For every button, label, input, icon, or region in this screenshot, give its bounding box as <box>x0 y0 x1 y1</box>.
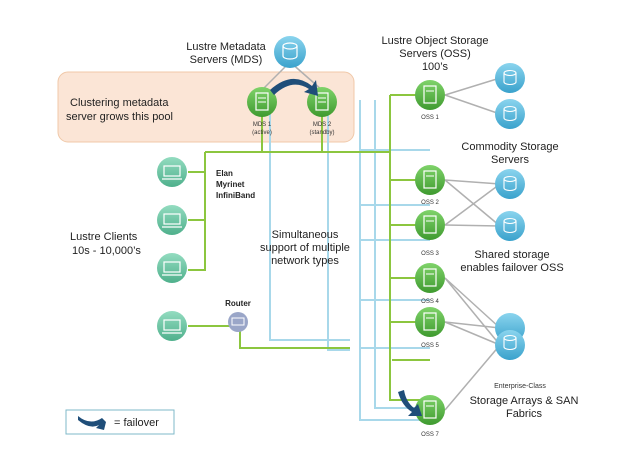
router-label: Router <box>225 299 251 308</box>
storage-arrays-line2: Fabrics <box>506 408 543 420</box>
mds2-label: MDS 2 <box>313 122 332 128</box>
clients-title-line1: Lustre Clients <box>70 231 138 243</box>
oss4-label: OSS 4 <box>421 299 439 305</box>
simultaneous-line2: support of multiple <box>260 242 350 254</box>
storage-arrays-line1: Storage Arrays & SAN <box>470 395 579 407</box>
oss3-label: OSS 3 <box>421 251 439 257</box>
oss1-storage-b-icon <box>495 99 525 129</box>
oss1-server-icon <box>415 80 445 110</box>
commodity-line2: Servers <box>491 154 529 166</box>
oss7-label: OSS 7 <box>421 432 439 438</box>
mds-title-line2: Servers (MDS) <box>190 54 263 66</box>
network-elan: Elan <box>216 169 233 178</box>
oss2-label: OSS 2 <box>421 200 439 206</box>
oss-title-line2: Servers (OSS) <box>399 48 471 60</box>
mds1-label: MDS 1 <box>253 122 272 128</box>
oss1-storage-a-icon <box>495 63 525 93</box>
enterprise-storage-array-icon <box>495 313 525 360</box>
legend: = failover <box>65 409 175 435</box>
shared-storage-b-icon <box>495 211 525 241</box>
oss2-server-icon <box>415 165 445 195</box>
oss7-server-icon <box>415 395 445 425</box>
shared-storage-line2: enables failover OSS <box>460 262 563 274</box>
cluster-caption-line2: server grows this pool <box>66 111 173 123</box>
mds2-state: (standby) <box>309 130 334 136</box>
legend-label: = failover <box>114 417 159 429</box>
mds-title-line1: Lustre Metadata <box>186 41 266 53</box>
client-2-icon <box>157 205 187 235</box>
oss4-server-icon <box>415 263 445 293</box>
network-myrinet: Myrinet <box>216 180 245 189</box>
oss-title-line3: 100’s <box>422 61 449 73</box>
enterprise-label: Enterprise-Class <box>494 383 546 390</box>
network-infiniband: InfiniBand <box>216 191 255 200</box>
client-3-icon <box>157 253 187 283</box>
oss-failover-arrow-icon <box>398 390 422 416</box>
shared-storage-line1: Shared storage <box>474 249 549 261</box>
failover-arrow-icon <box>270 78 318 96</box>
oss-title-line1: Lustre Object Storage <box>381 35 488 47</box>
simultaneous-line3: network types <box>271 255 339 267</box>
legend-failover-arrow-icon <box>78 416 106 430</box>
shared-storage-a-icon <box>495 169 525 199</box>
mds1-state: (active) <box>252 130 272 136</box>
clients-title-line2: 10s - 10,000’s <box>72 245 141 257</box>
mds-database-icon <box>274 36 306 68</box>
oss5-label: OSS 5 <box>421 343 439 349</box>
client-1-icon <box>157 157 187 187</box>
oss5-server-icon <box>415 307 445 337</box>
cluster-caption-line1: Clustering metadata <box>70 97 169 109</box>
oss1-label: OSS 1 <box>421 115 439 121</box>
commodity-line1: Commodity Storage <box>461 141 558 153</box>
router-icon <box>228 312 248 332</box>
simultaneous-line1: Simultaneous <box>272 229 339 241</box>
mds1-server-icon <box>247 87 277 117</box>
oss3-server-icon <box>415 210 445 240</box>
client-4-icon <box>157 311 187 341</box>
